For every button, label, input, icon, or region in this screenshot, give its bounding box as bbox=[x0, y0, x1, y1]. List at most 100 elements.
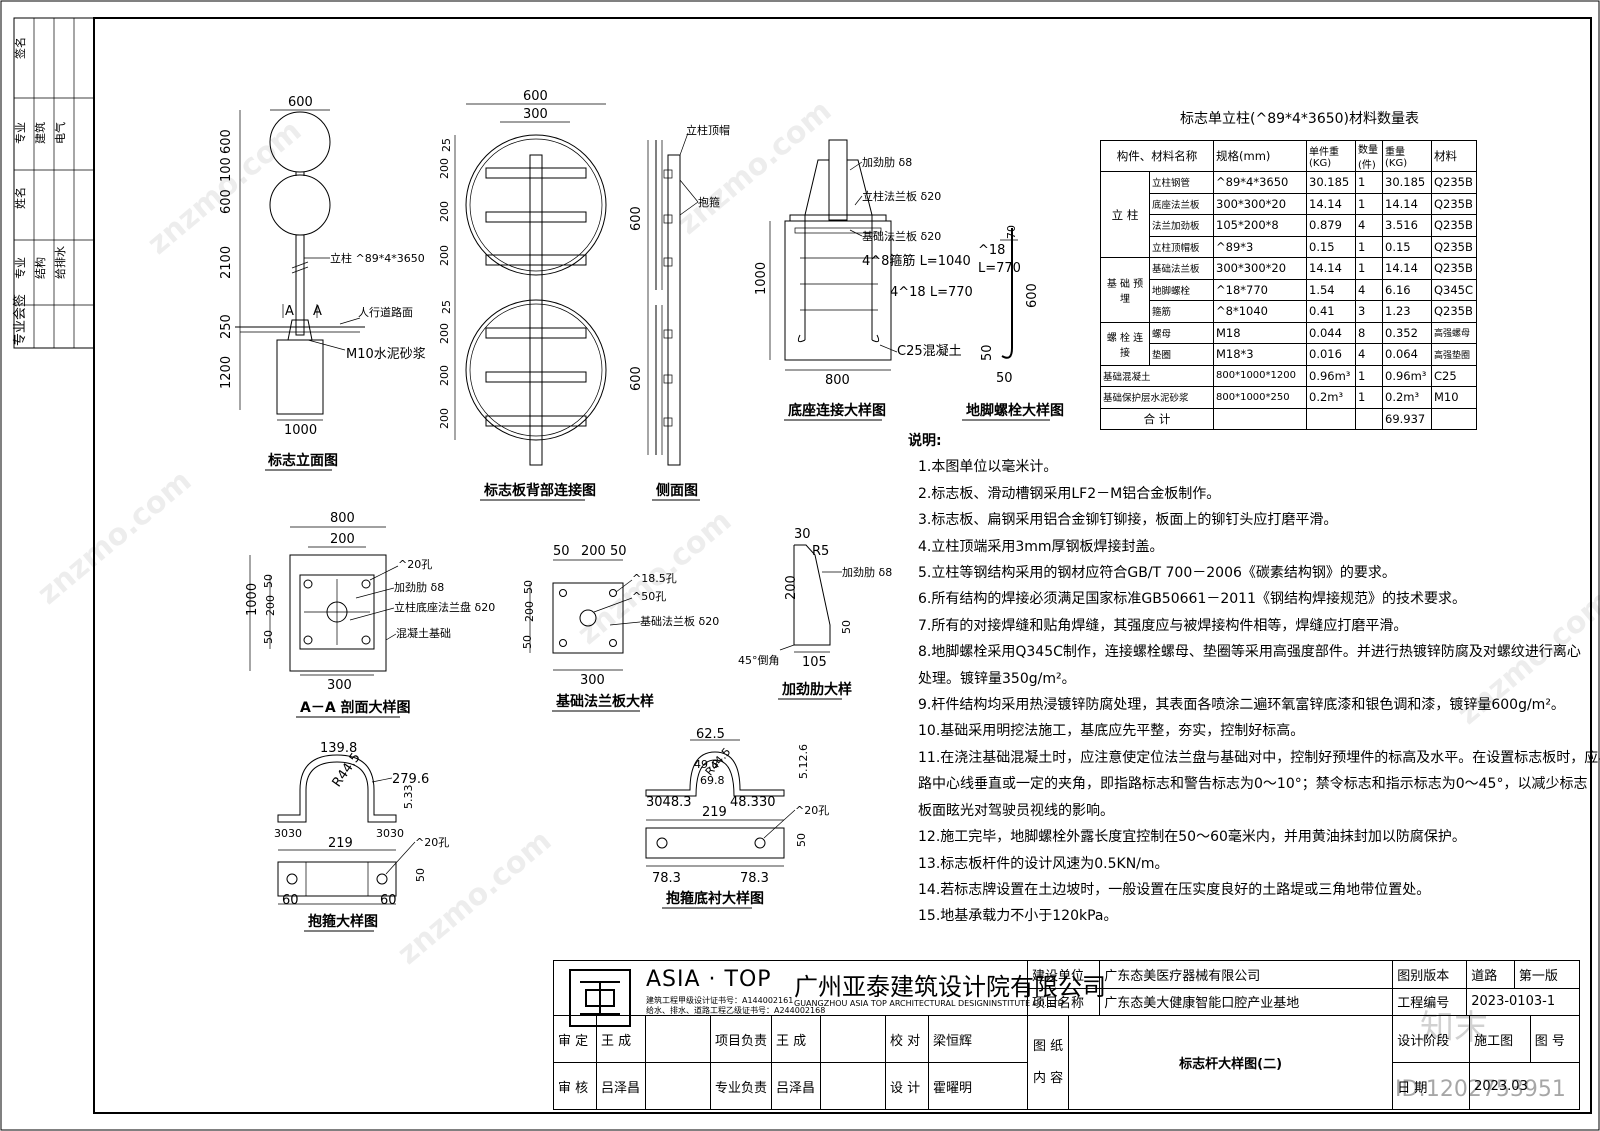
table-cell: 地脚螺栓 bbox=[1149, 278, 1214, 301]
table-cell: 30.185 bbox=[1382, 171, 1432, 194]
table-cell: 300*300*20 bbox=[1213, 192, 1307, 215]
table-header: 数量 (件) bbox=[1355, 140, 1383, 172]
dim: 50 bbox=[262, 574, 275, 588]
table-cell: 8 bbox=[1355, 321, 1383, 344]
table-header: 单件重 (KG) bbox=[1306, 140, 1356, 172]
table-total-row: 合 计 69.937 bbox=[1100, 407, 1477, 430]
table-cell: 0.15 bbox=[1382, 235, 1432, 258]
client-name: 广东态美医疗器械有限公司 bbox=[1099, 961, 1393, 989]
dim: 50 bbox=[840, 620, 853, 634]
dim: 600 bbox=[629, 206, 644, 231]
note-item: 11.在浇注基础混凝土时，应注意使定位法兰盘与基础对中，控制好预埋件的标高及水平… bbox=[918, 749, 1600, 766]
dim: 1000 bbox=[245, 583, 260, 616]
note-item: 3.标志板、扁钢采用铝合金铆钉铆接，板面上的铆钉头应打磨平滑。 bbox=[918, 512, 1338, 529]
table-cell: 0.2m³ bbox=[1306, 386, 1356, 409]
table-header-row: 构件、材料名称 规格(mm) 单件重 (KG) 数量 (件) 重量 (KG) 材… bbox=[1100, 140, 1477, 172]
dim: 1000 bbox=[284, 423, 317, 438]
callout: ^18.5孔 bbox=[632, 572, 677, 585]
table-cell: 1.54 bbox=[1306, 278, 1356, 301]
table-row: 基 础 预 埋 基础法兰板 300*300*20 14.14 1 14.14 Q… bbox=[1100, 257, 1477, 323]
table-cell: 高强螺母 bbox=[1431, 321, 1477, 344]
strip-cell: 专业 bbox=[13, 122, 27, 144]
note-item: 13.标志板杆件的设计风速为0.5KN/m。 bbox=[918, 855, 1169, 872]
dim: 78.3 bbox=[740, 871, 769, 886]
strip-cell: 结构 bbox=[33, 257, 47, 279]
cert-1: 建筑工程甲级设计证书号：A144002161 bbox=[646, 996, 794, 1005]
note-item: 板面眩光对驾驶员视线的影响。 bbox=[918, 802, 1114, 819]
dim: 279.6 bbox=[392, 772, 429, 787]
view-title: A－A 剖面大样图 bbox=[300, 699, 411, 716]
strip-cell: 电气 bbox=[53, 122, 67, 144]
table-cell: 0.15 bbox=[1306, 235, 1356, 258]
strip-cell: 专业会签 bbox=[12, 294, 28, 346]
table-cell: 1 bbox=[1355, 235, 1383, 258]
id-stamp: ID:1202753951 bbox=[1395, 1077, 1566, 1102]
callout: 4^18 L=770 bbox=[890, 285, 973, 300]
table-cell: 14.14 bbox=[1306, 192, 1356, 215]
table-cell: 0.879 bbox=[1306, 214, 1356, 237]
section-mark: A bbox=[313, 304, 322, 319]
table-cell: 1 bbox=[1355, 192, 1383, 215]
table-cell: 0.41 bbox=[1306, 300, 1356, 323]
dim: 600 bbox=[629, 366, 644, 391]
table-cell: 69.937 bbox=[1382, 407, 1432, 430]
title-block: ASIA · TOP 建筑工程甲级设计证书号：A144002161 给水、排水、… bbox=[552, 960, 1580, 1110]
project-name: 广东态美大健康智能口腔产业基地 bbox=[1104, 996, 1300, 1012]
dim: 200 bbox=[264, 595, 277, 616]
dim: R44.5 bbox=[330, 750, 364, 790]
dim: 600 bbox=[288, 95, 313, 110]
callout: M10水泥砂浆 bbox=[346, 347, 426, 362]
dim: 49.8 bbox=[694, 758, 719, 771]
drawing-label: 图 纸内 容 bbox=[1027, 1015, 1070, 1110]
dim: 1000 bbox=[754, 262, 769, 295]
dim: 200 bbox=[330, 532, 355, 547]
dim: 1200 bbox=[219, 356, 234, 389]
table-cell: 800*1000*1200 bbox=[1213, 364, 1307, 387]
callout: 抱箍 bbox=[698, 195, 720, 209]
dim: 105 bbox=[802, 655, 827, 670]
date-label: 日 期 bbox=[1393, 1062, 1471, 1109]
dim: 50 bbox=[996, 371, 1013, 386]
table-group: 立 柱 bbox=[1100, 171, 1150, 258]
table-cell: M18*3 bbox=[1213, 343, 1307, 366]
dim: 3048.3 bbox=[646, 795, 692, 810]
dim: 300 bbox=[580, 673, 605, 688]
table-row: 底座法兰板 300*300*20 14.14 1 14.14 Q235B bbox=[1101, 192, 1477, 215]
callout: 4^8箍筋 L=1040 bbox=[862, 253, 971, 269]
table-cell: 3 bbox=[1355, 300, 1383, 323]
dim: 62.5 bbox=[696, 727, 725, 742]
dim: 600 bbox=[219, 129, 234, 154]
inner-border bbox=[93, 17, 1592, 1114]
dim: 50 bbox=[980, 344, 995, 361]
dim: 25 bbox=[440, 138, 453, 152]
notes-head: 说明: bbox=[908, 433, 942, 449]
note-item: 15.地基承载力不小于120kPa。 bbox=[918, 908, 1118, 925]
dim: 60 bbox=[380, 893, 397, 908]
side-view: 立柱顶帽 抱箍 600 600 侧面图 bbox=[629, 123, 730, 501]
project-no-label: 工程编号 bbox=[1393, 988, 1468, 1015]
callout: 基础法兰板 δ20 bbox=[862, 229, 941, 243]
material-table: 构件、材料名称 规格(mm) 单件重 (KG) 数量 (件) 重量 (KG) 材… bbox=[1100, 140, 1477, 430]
table-row: 螺 栓 连 接 螺母 M18 0.044 8 0.352 高强螺母 bbox=[1100, 321, 1477, 366]
table-cell: 基础保护层水泥砂浆 bbox=[1100, 386, 1214, 409]
person-name: 吕泽昌 bbox=[771, 1062, 822, 1110]
table-cell: Q235B bbox=[1431, 235, 1477, 258]
dim: 300 bbox=[523, 107, 548, 122]
dim: 50 bbox=[610, 544, 627, 559]
project-no: 2023-0103-1 bbox=[1471, 994, 1556, 1010]
dim: 50 bbox=[522, 580, 535, 594]
person-name: 王 成 bbox=[771, 1015, 822, 1063]
dim: 50 bbox=[262, 630, 275, 644]
table-cell: 底座法兰板 bbox=[1149, 192, 1214, 215]
callout: ^20孔 bbox=[415, 836, 449, 849]
strip-cell: 专业 bbox=[13, 257, 27, 279]
section-mark: A bbox=[285, 304, 294, 319]
dim: ^18 bbox=[978, 243, 1005, 258]
table-cell: 箍筋 bbox=[1149, 300, 1214, 323]
drawing-label-a: 图 纸 bbox=[1032, 1038, 1064, 1054]
table-cell: 0.016 bbox=[1306, 343, 1356, 366]
table-cell: Q235B bbox=[1431, 192, 1477, 215]
table-cell: 1 bbox=[1355, 386, 1383, 409]
role-label: 校 对 bbox=[885, 1015, 930, 1063]
foundation-flange-view: 50 200 50 ^18.5孔 ^50孔 基础法兰板 δ20 50 200 5… bbox=[521, 544, 719, 712]
